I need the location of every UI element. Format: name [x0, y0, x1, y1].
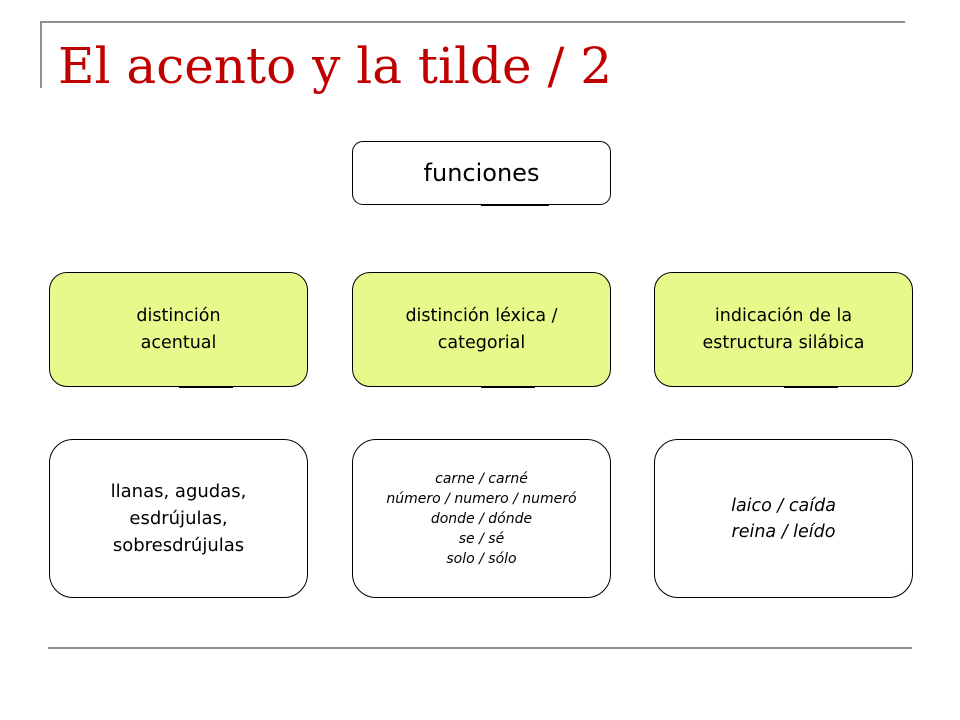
category-connector-mark — [179, 386, 233, 388]
slide-frame-bottom-line — [48, 647, 912, 649]
root-node-funciones: funciones — [352, 141, 611, 205]
example-node-lexica: carne / carné número / numero / numeró d… — [352, 439, 611, 598]
category-connector-mark — [481, 386, 535, 388]
slide-frame-left-line — [40, 21, 42, 88]
category-node-distincion-acentual: distinción acentual — [49, 272, 308, 387]
example-node-acentual: llanas, agudas, esdrújulas, sobresdrújul… — [49, 439, 308, 598]
category-node-distincion-lexica: distinción léxica / categorial — [352, 272, 611, 387]
category-node-estructura-silabica: indicación de la estructura silábica — [654, 272, 913, 387]
example-node-silabica: laico / caída reina / leído — [654, 439, 913, 598]
root-connector-mark — [481, 204, 549, 206]
category-connector-mark — [784, 386, 838, 388]
slide-frame-top-line — [40, 21, 905, 23]
slide-title: El acento y la tilde / 2 — [58, 37, 613, 95]
